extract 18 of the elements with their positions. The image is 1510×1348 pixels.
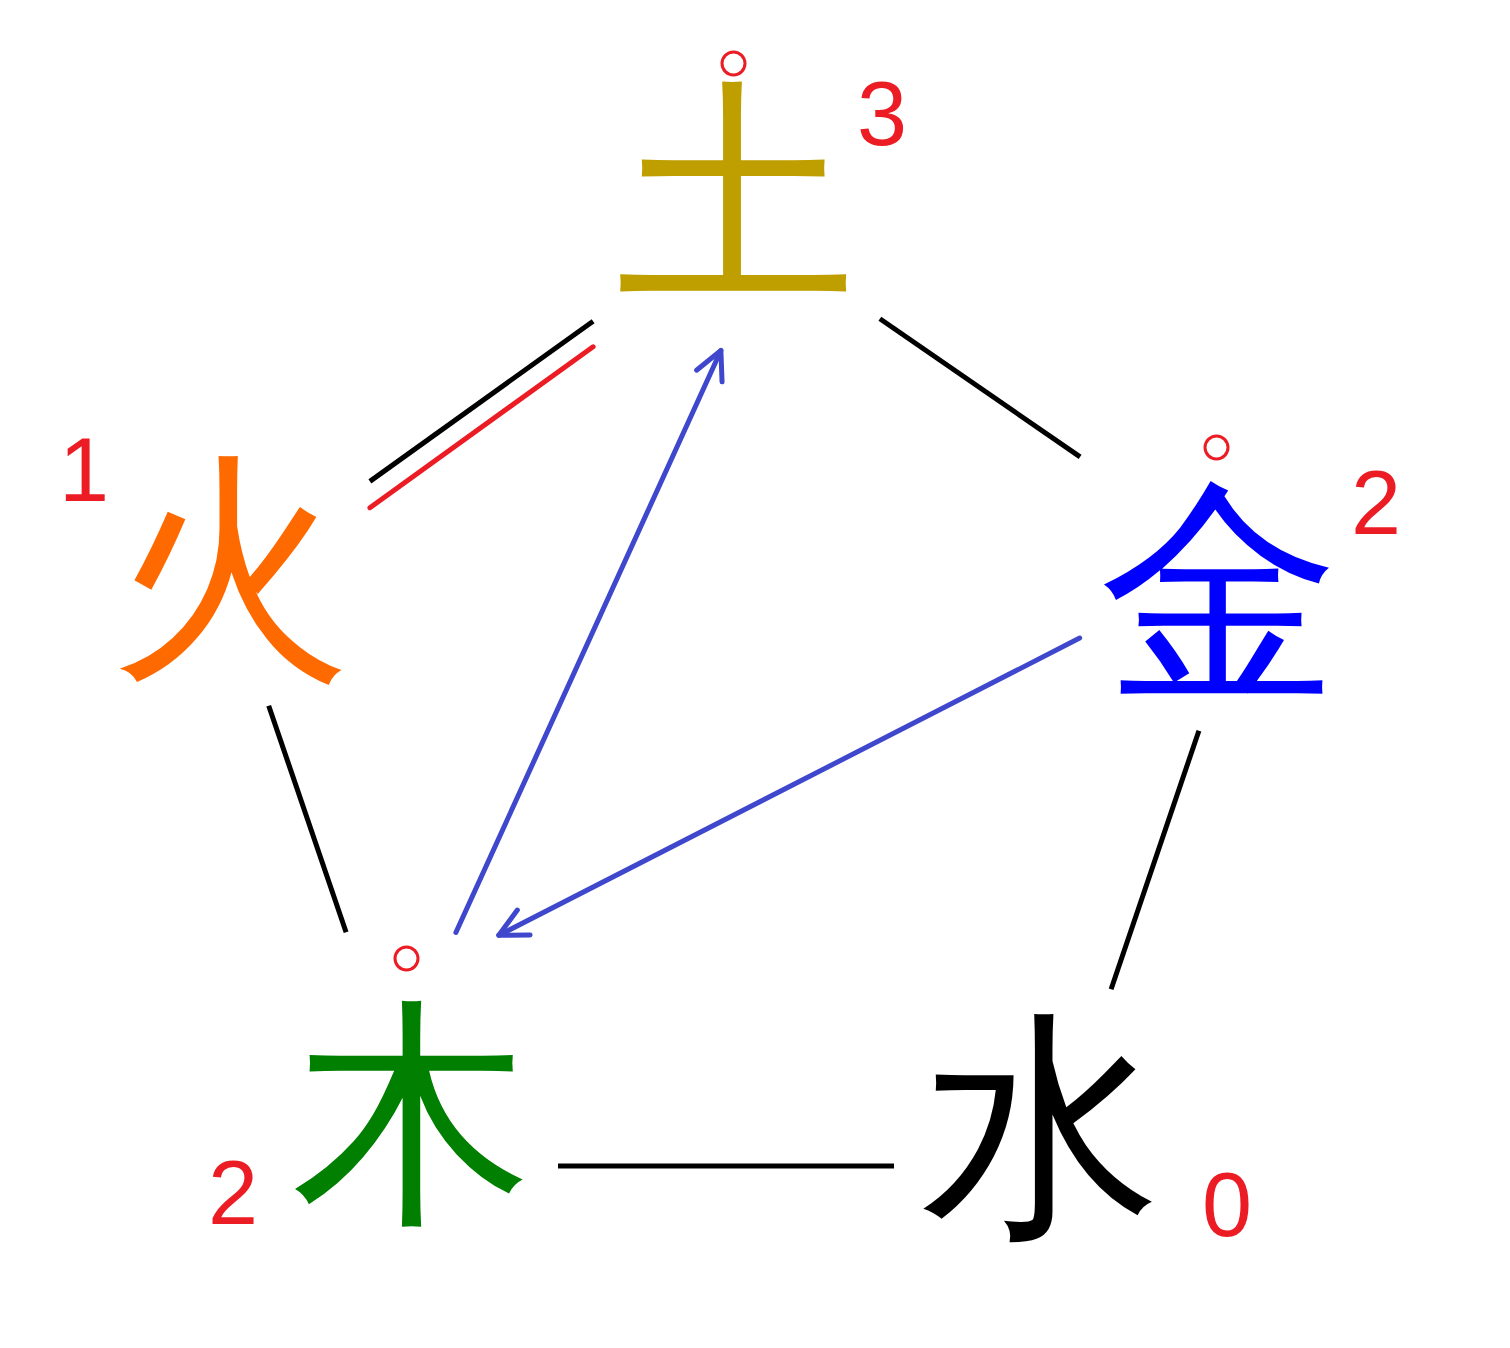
character: 木 [292,995,532,1235]
number-label: 2 [1350,458,1402,548]
connector-line [1108,729,1202,991]
character: 火 [111,450,351,690]
character: 水 [921,1008,1161,1248]
number-label: 0 [1201,1160,1253,1250]
number-label: 1 [58,425,110,515]
arrow [453,348,725,935]
number-label: 3 [856,69,908,159]
connector-line [367,344,596,511]
connector-line [368,319,595,484]
arrow [496,635,1083,938]
character: 土 [616,76,856,316]
number-label: 2 [207,1148,259,1238]
character: 金 [1100,473,1340,713]
connector-line [558,1163,894,1169]
connector-line [266,704,349,934]
connector-line [878,316,1082,459]
